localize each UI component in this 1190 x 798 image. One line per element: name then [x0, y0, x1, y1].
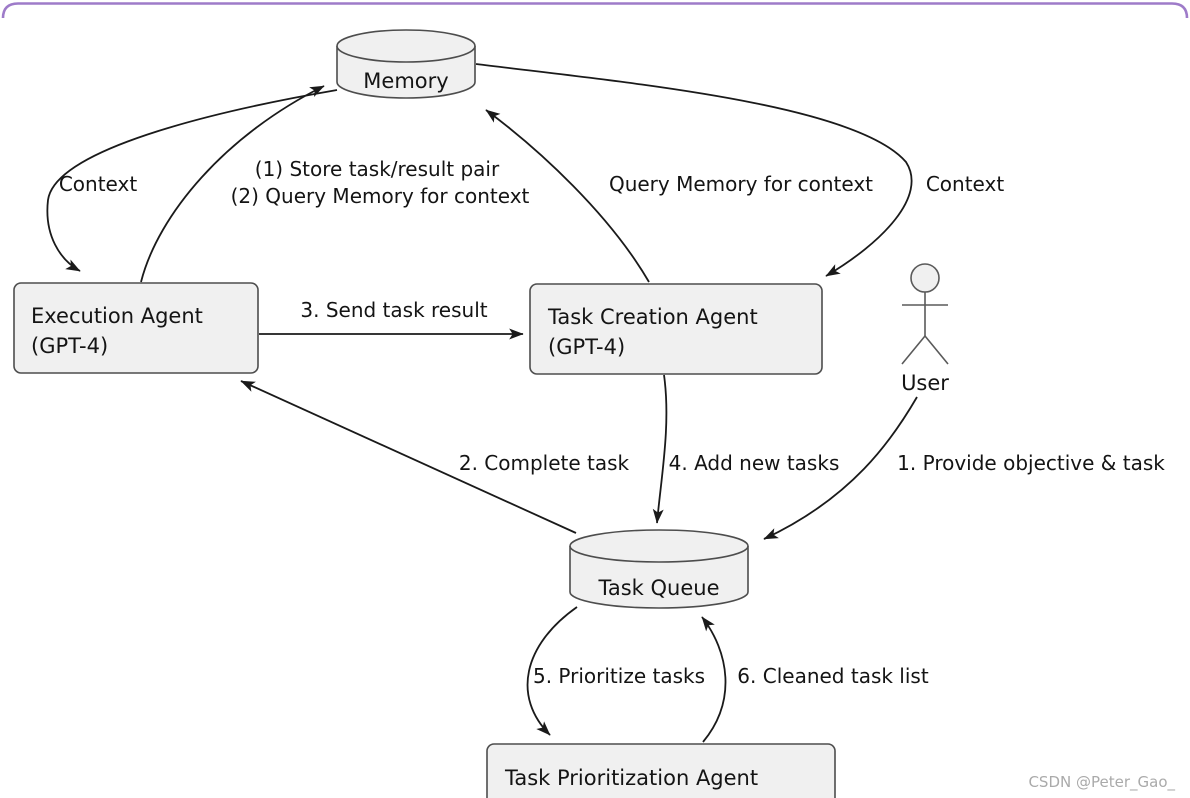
label-complete-task: 2. Complete task: [459, 451, 630, 475]
label-send-task-result: 3. Send task result: [300, 298, 487, 322]
label-context-right: Context: [926, 172, 1005, 196]
label-context-left: Context: [59, 172, 138, 196]
edge-prioritization-to-queue: [701, 616, 727, 743]
node-memory: Memory: [336, 29, 476, 99]
node-execution-agent: Execution Agent (GPT-4): [13, 282, 259, 374]
label-query-memory-for-context-left: (2) Query Memory for context: [231, 184, 530, 208]
user-head: [910, 263, 940, 293]
edge-execution-store-query-to-memory: [140, 85, 325, 283]
task-creation-agent-box: [529, 283, 823, 375]
task-queue-cylinder-top: [569, 529, 749, 563]
label-add-new-tasks: 4. Add new tasks: [669, 451, 840, 475]
memory-label: Memory: [363, 69, 448, 93]
label-store-task-result-pair: (1) Store task/result pair: [255, 157, 500, 181]
task-creation-agent-sublabel: (GPT-4): [548, 335, 625, 359]
execution-agent-sublabel: (GPT-4): [31, 334, 108, 358]
edge-memory-context-to-creation: [475, 63, 913, 277]
execution-agent-box: [13, 282, 259, 374]
node-user: User: [901, 263, 949, 395]
edge-memory-context-to-execution: [46, 89, 338, 272]
card-top-border: [1, 2, 1189, 19]
edge-queue-to-prioritization: [526, 606, 578, 736]
task-creation-agent-label: Task Creation Agent: [547, 305, 758, 329]
task-queue-label: Task Queue: [598, 576, 720, 600]
execution-agent-label: Execution Agent: [31, 304, 203, 328]
label-cleaned-task-list: 6. Cleaned task list: [737, 664, 929, 688]
user-label: User: [901, 371, 949, 395]
edge-queue-to-execution: [240, 380, 577, 534]
csdn-watermark: CSDN @Peter_Gao_: [1028, 773, 1175, 792]
label-query-memory-for-context-right: Query Memory for context: [609, 172, 873, 196]
task-prioritization-agent-box: [486, 743, 836, 798]
node-task-prioritization-agent: Task Prioritization Agent (GPT-4): [486, 743, 836, 798]
user-legs: [901, 334, 949, 365]
edge-creation-query-to-memory: [485, 109, 650, 283]
label-prioritize-tasks: 5. Prioritize tasks: [533, 664, 705, 688]
task-queue-cylinder-body: [569, 546, 749, 609]
label-provide-objective-task: 1. Provide objective & task: [897, 451, 1165, 475]
task-prioritization-agent-sublabel: (GPT-4): [505, 796, 582, 798]
node-task-creation-agent: Task Creation Agent (GPT-4): [529, 283, 823, 375]
task-prioritization-agent-label: Task Prioritization Agent: [504, 766, 758, 790]
memory-cylinder-top: [336, 29, 476, 63]
edge-user-to-queue: [763, 396, 918, 540]
node-task-queue: Task Queue: [569, 529, 749, 609]
edge-creation-to-queue: [652, 374, 668, 524]
